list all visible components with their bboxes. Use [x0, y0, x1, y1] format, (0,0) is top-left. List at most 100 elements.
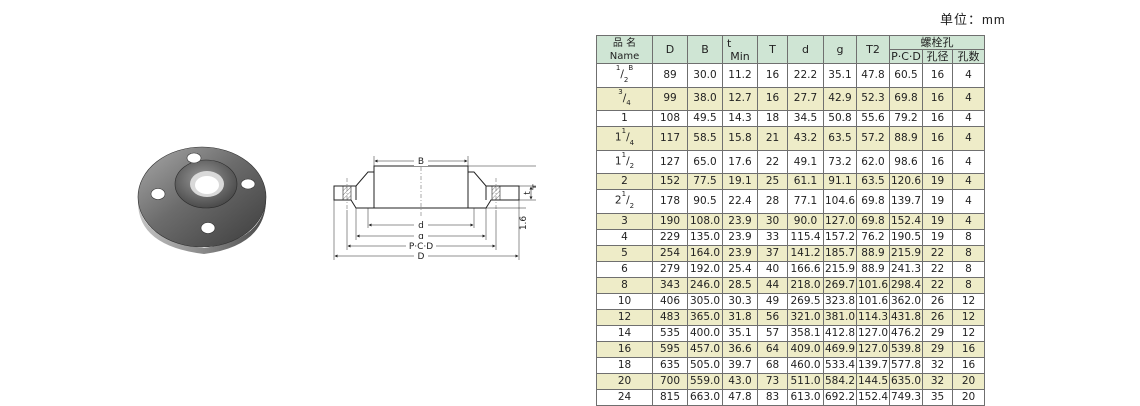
cell-name: 11/2 — [596, 149, 653, 175]
cell-d: 43.2 — [787, 126, 824, 151]
cell-t: 19.1 — [722, 173, 758, 191]
cell-B: 90.5 — [687, 189, 723, 214]
fraction-numerator: 1 — [615, 64, 621, 72]
cell-hole-count: 8 — [952, 228, 985, 246]
cell-name-whole: 18 — [617, 358, 632, 371]
cell-name: 3 — [596, 212, 653, 230]
fraction-numerator: 1 — [621, 127, 627, 136]
cell-pcd: 298.4 — [889, 276, 923, 294]
cell-T2: 144.5 — [856, 372, 890, 390]
cell-T2: 88.9 — [856, 244, 890, 262]
cell-name: 18 — [596, 356, 653, 374]
cell-g: 185.7 — [823, 244, 857, 262]
cell-hole-count: 4 — [952, 189, 985, 214]
cell-T: 49 — [757, 292, 788, 310]
cell-g: 412.8 — [823, 324, 857, 342]
cell-pcd: 577.8 — [889, 356, 923, 374]
cell-name-whole: 4 — [621, 230, 628, 243]
cell-hole-dia: 16 — [922, 126, 953, 151]
cell-name: 3/4 — [596, 86, 653, 112]
cell-T: 57 — [757, 324, 788, 342]
cell-pcd: 635.0 — [889, 372, 923, 390]
cell-T2: 101.6 — [856, 276, 890, 294]
cell-t: 17.6 — [722, 149, 758, 175]
cell-B: 305.0 — [687, 292, 723, 310]
cell-pcd: 120.6 — [889, 173, 923, 191]
cell-hole-dia: 22 — [922, 244, 953, 262]
cell-T: 16 — [757, 63, 788, 88]
cell-d: 269.5 — [787, 292, 824, 310]
cell-T2: 57.2 — [856, 126, 890, 151]
cell-T: 21 — [757, 126, 788, 151]
header-B: B — [687, 35, 723, 64]
cell-hole-count: 20 — [952, 372, 985, 390]
header-T: T — [757, 35, 788, 64]
fraction-numerator: 1 — [621, 190, 627, 199]
cell-D: 117 — [652, 126, 688, 151]
cell-B: 505.0 — [687, 356, 723, 374]
cell-d: 511.0 — [787, 372, 824, 390]
fraction-denominator: 4 — [629, 138, 635, 147]
cell-name-whole: 10 — [617, 294, 632, 307]
cell-D: 535 — [652, 324, 688, 342]
cell-D: 595 — [652, 340, 688, 358]
cell-T: 68 — [757, 356, 788, 374]
cell-name: 14 — [596, 324, 653, 342]
cell-T: 44 — [757, 276, 788, 294]
cell-d: 141.2 — [787, 244, 824, 262]
cell-name-whole: 24 — [617, 390, 632, 403]
cell-name: 10 — [596, 292, 653, 310]
cell-hole-dia: 29 — [922, 340, 953, 358]
cell-B: 246.0 — [687, 276, 723, 294]
cell-d: 27.7 — [787, 86, 824, 112]
cell-T2: 69.8 — [856, 189, 890, 214]
cell-B: 457.0 — [687, 340, 723, 358]
cell-B: 49.5 — [687, 110, 723, 128]
cell-B: 663.0 — [687, 388, 723, 406]
cell-t: 23.9 — [722, 212, 758, 230]
cell-name-whole: 1 — [614, 155, 622, 168]
cell-T: 37 — [757, 244, 788, 262]
cell-D: 254 — [652, 244, 688, 262]
cell-hole-dia: 19 — [922, 189, 953, 214]
cell-name: 12 — [596, 308, 653, 326]
cell-B: 77.5 — [687, 173, 723, 191]
cell-g: 35.1 — [823, 63, 857, 88]
cell-g: 91.1 — [823, 173, 857, 191]
cell-name: 16 — [596, 340, 653, 358]
drawing-label-d: d — [418, 221, 424, 231]
cell-T: 28 — [757, 189, 788, 214]
cell-t: 35.1 — [722, 324, 758, 342]
cell-D: 815 — [652, 388, 688, 406]
fraction-denominator: 2 — [629, 201, 635, 210]
cell-D: 635 — [652, 356, 688, 374]
cell-D: 700 — [652, 372, 688, 390]
cell-name: 1 — [596, 110, 653, 128]
cell-name: 6 — [596, 260, 653, 278]
cell-T: 33 — [757, 228, 788, 246]
cell-hole-count: 4 — [952, 126, 985, 151]
fraction-denominator: 2 — [623, 75, 629, 84]
cell-d: 218.0 — [787, 276, 824, 294]
cell-T2: 76.2 — [856, 228, 890, 246]
cell-T2: 114.3 — [856, 308, 890, 326]
header-hole-count: 孔数 — [952, 49, 985, 64]
cell-g: 63.5 — [823, 126, 857, 151]
cell-T2: 63.5 — [856, 173, 890, 191]
cell-d: 61.1 — [787, 173, 824, 191]
header-min: Min — [730, 49, 750, 63]
cell-name-whole: 14 — [617, 326, 632, 339]
cell-g: 692.2 — [823, 388, 857, 406]
cell-T: 73 — [757, 372, 788, 390]
cell-B: 192.0 — [687, 260, 723, 278]
cell-hole-dia: 16 — [922, 86, 953, 112]
cell-D: 343 — [652, 276, 688, 294]
cell-pcd: 152.4 — [889, 212, 923, 230]
